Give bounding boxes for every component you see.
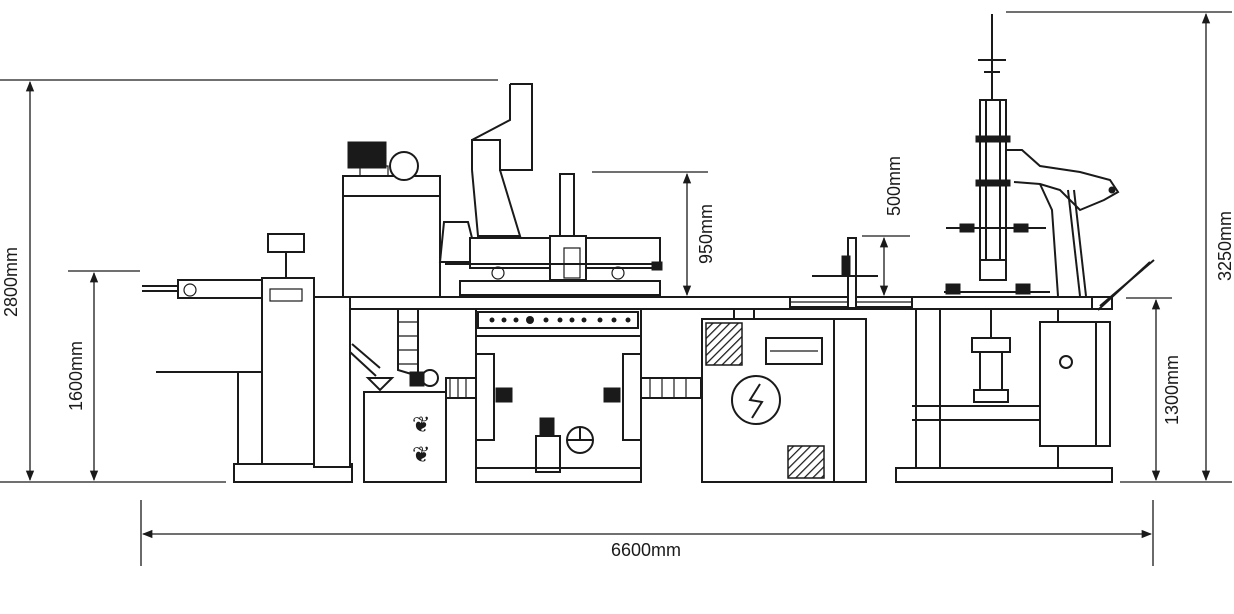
- printing-cabinet: [342, 141, 441, 298]
- sheet-guide: [789, 237, 913, 309]
- dimension-lines: [0, 11, 1232, 566]
- stack-frame: [438, 83, 663, 296]
- feeder-height-label: 1600mm: [66, 341, 86, 411]
- total-height-label: 3250mm: [1215, 211, 1234, 281]
- center-base: [445, 308, 702, 483]
- guide-height-label: 500mm: [884, 156, 904, 216]
- delivery-unit: [895, 14, 1155, 483]
- machine-outline: ❦ ❦: [142, 14, 1155, 483]
- stack-height-label: 950mm: [696, 204, 716, 264]
- feeder-unit: [142, 233, 353, 483]
- svg-text:❦: ❦: [412, 412, 430, 437]
- left-height-label: 2800mm: [1, 247, 21, 317]
- total-length-label: 6600mm: [611, 540, 681, 560]
- chute: ❦ ❦: [349, 309, 447, 483]
- dimension-labels: 3250mm 2800mm 1600mm 950mm 500mm 1300mm …: [1, 156, 1234, 560]
- electrical-cabinet: [701, 308, 867, 483]
- svg-text:❦: ❦: [412, 442, 430, 467]
- delivery-height-label: 1300mm: [1162, 355, 1182, 425]
